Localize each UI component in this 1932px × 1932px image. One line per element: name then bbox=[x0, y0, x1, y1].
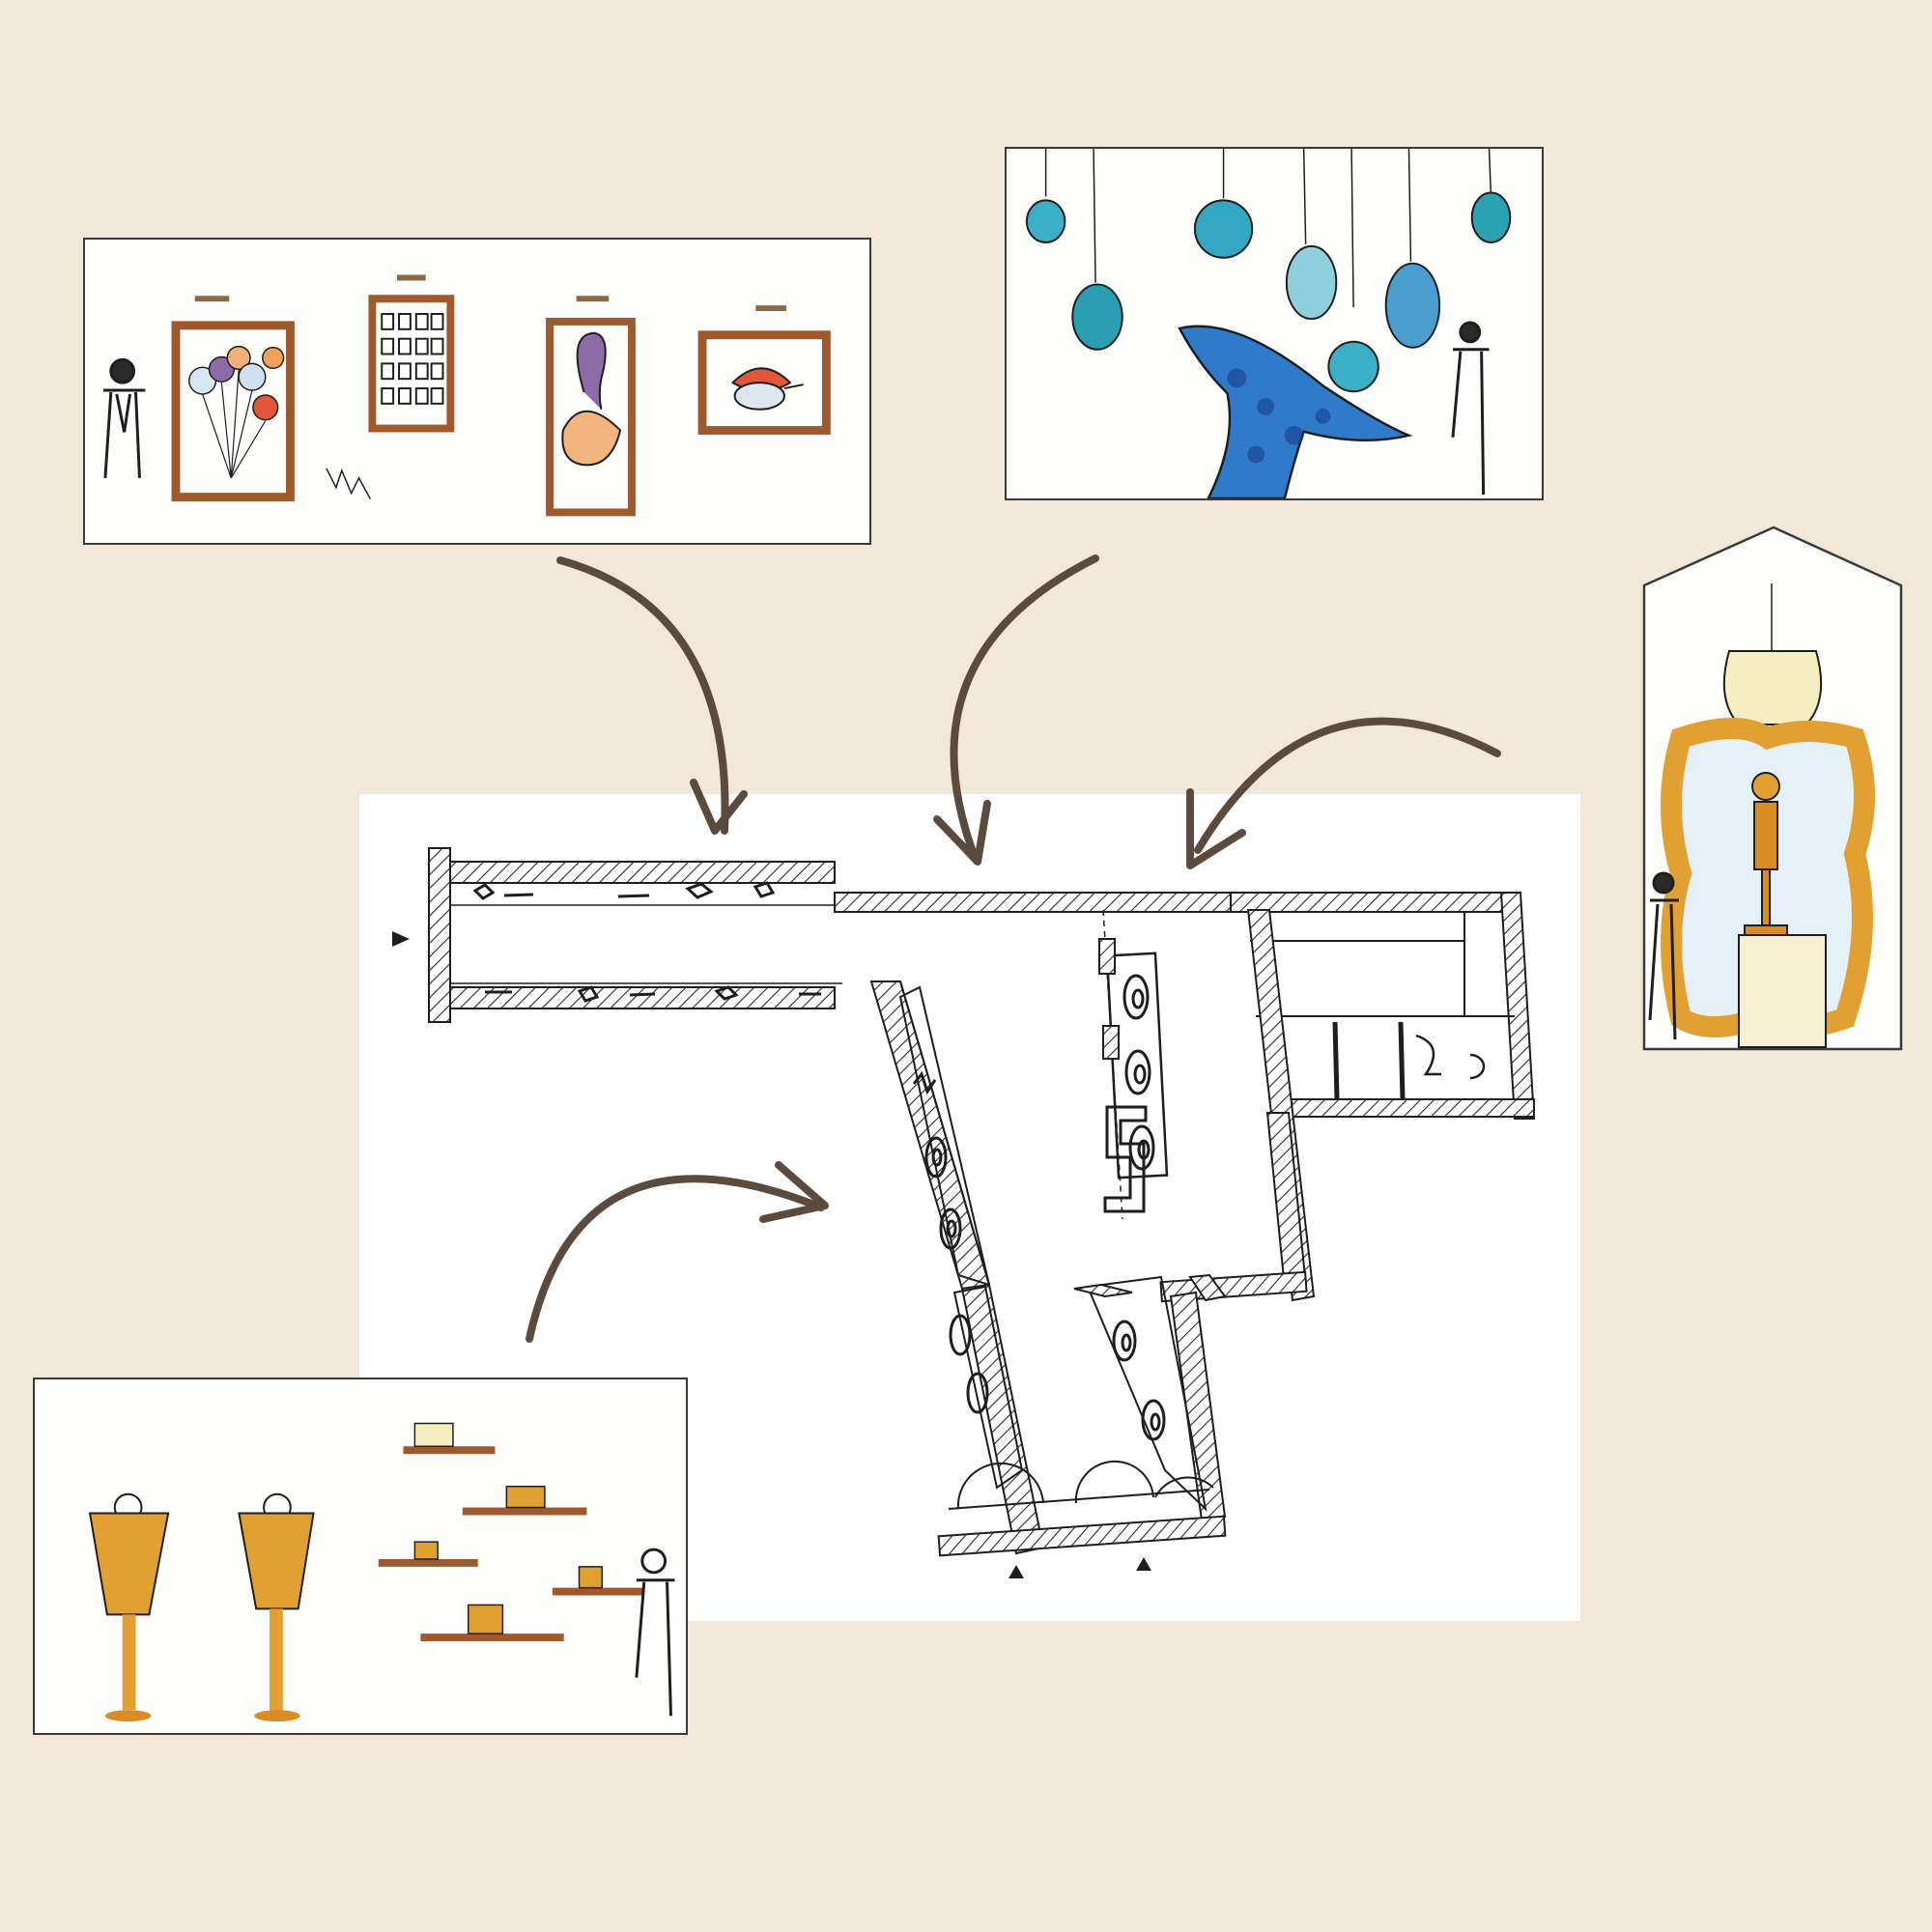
right-wall-side bbox=[1499, 892, 1536, 1120]
left-lower-board bbox=[952, 1285, 1024, 1490]
floor-plan-drawing bbox=[392, 847, 1536, 1578]
balloon bbox=[238, 362, 267, 391]
mannequin bbox=[88, 1492, 170, 1722]
stick-figure bbox=[102, 357, 146, 478]
right-wall-bottom bbox=[1286, 1098, 1535, 1118]
corridor-end-wall bbox=[428, 847, 451, 1023]
hall-diagonal-wall bbox=[1073, 1283, 1133, 1298]
balloon bbox=[262, 346, 285, 370]
entry-wall-bottom bbox=[937, 1515, 1227, 1557]
balloon bbox=[252, 394, 279, 421]
pendant-lamp bbox=[1722, 650, 1823, 725]
scribble bbox=[326, 468, 372, 499]
right-lower-items bbox=[1112, 1320, 1166, 1441]
hall-wall-left bbox=[869, 980, 991, 1291]
right-wall-top bbox=[1230, 892, 1521, 913]
stick-figure bbox=[1648, 871, 1679, 1040]
pendant-light bbox=[1384, 262, 1441, 349]
sketch-hanging-lights bbox=[1005, 147, 1544, 500]
swan-painting bbox=[546, 296, 636, 517]
pendant-light bbox=[1285, 244, 1338, 321]
mannequin bbox=[238, 1492, 315, 1722]
hall-wall-left-lower bbox=[960, 1283, 1045, 1555]
swan-body bbox=[561, 410, 622, 467]
pendant-light bbox=[1193, 199, 1254, 259]
pendant-light bbox=[1071, 283, 1123, 351]
center-display-items bbox=[1122, 974, 1155, 1171]
hall-wall-right-lower bbox=[1169, 1291, 1227, 1522]
hall-wall-top bbox=[834, 892, 1232, 913]
left-display-items bbox=[912, 1070, 989, 1414]
left-display-board bbox=[898, 985, 991, 1287]
pendant-lights bbox=[1025, 191, 1512, 393]
door-swing-1 bbox=[956, 1462, 1044, 1510]
swan-neck bbox=[576, 331, 607, 410]
sketch-mannequins-shelves bbox=[33, 1378, 688, 1735]
figure-on-plinth bbox=[1738, 772, 1827, 1048]
plinth bbox=[1738, 934, 1827, 1048]
corridor-wall-top bbox=[428, 861, 836, 884]
hall-wall-upper-right-lower bbox=[1188, 1273, 1227, 1302]
hall-wall-mid bbox=[1159, 1270, 1308, 1303]
s-bench bbox=[1103, 1105, 1148, 1213]
washroom-fixture bbox=[1415, 1034, 1486, 1080]
door-swing-2 bbox=[1074, 1460, 1154, 1504]
sketch-arched-niche bbox=[1642, 526, 1903, 1051]
door-swing-3 bbox=[1154, 1476, 1214, 1498]
corridor-wall-bottom bbox=[428, 986, 836, 1009]
pendant-light bbox=[1470, 191, 1512, 243]
corridor-exhibits bbox=[472, 881, 821, 1003]
right-lower-board bbox=[1086, 1275, 1208, 1512]
sketch-gallery-frames bbox=[83, 238, 871, 545]
entrance-marker-left bbox=[392, 931, 410, 947]
pillar-2 bbox=[1102, 1025, 1120, 1060]
stick-figure bbox=[1451, 321, 1490, 496]
bird-painting bbox=[697, 305, 831, 435]
pillar-1 bbox=[1098, 938, 1116, 975]
entrance-marker-2 bbox=[1136, 1557, 1151, 1571]
balloons-painting bbox=[171, 296, 295, 502]
pendant-light bbox=[1327, 340, 1379, 393]
stick-figure bbox=[635, 1548, 675, 1717]
grid-painting bbox=[368, 274, 455, 433]
pendant-light bbox=[1025, 199, 1066, 243]
shelves-with-bags bbox=[378, 1422, 644, 1642]
entrance-marker-1 bbox=[1009, 1565, 1024, 1578]
